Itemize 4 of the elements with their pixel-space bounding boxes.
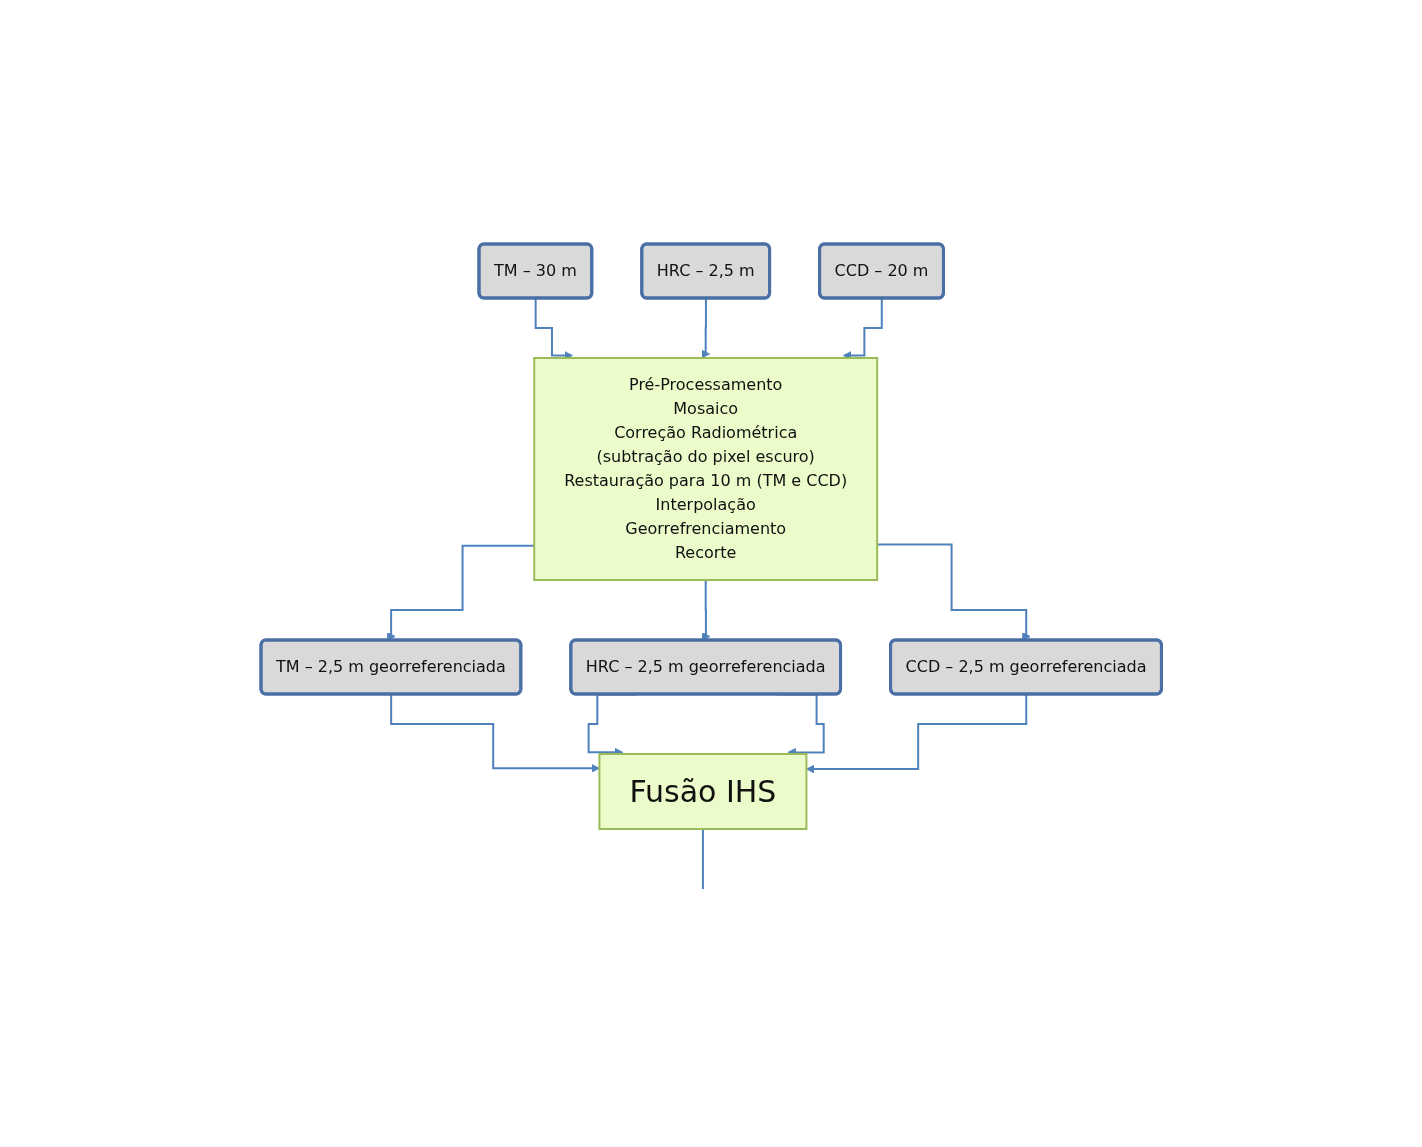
- arrow: [701, 579, 711, 641]
- node-box: Fusão IHS: [598, 753, 808, 830]
- node-box: Pré-Processamento Mosaico Correção Radiométrica (subtração do pixel escuro) Restauração para 10 m (TM e CCD) Interpolação Georrefrenciamento Recorte: [533, 357, 878, 581]
- connector: [701, 828, 704, 890]
